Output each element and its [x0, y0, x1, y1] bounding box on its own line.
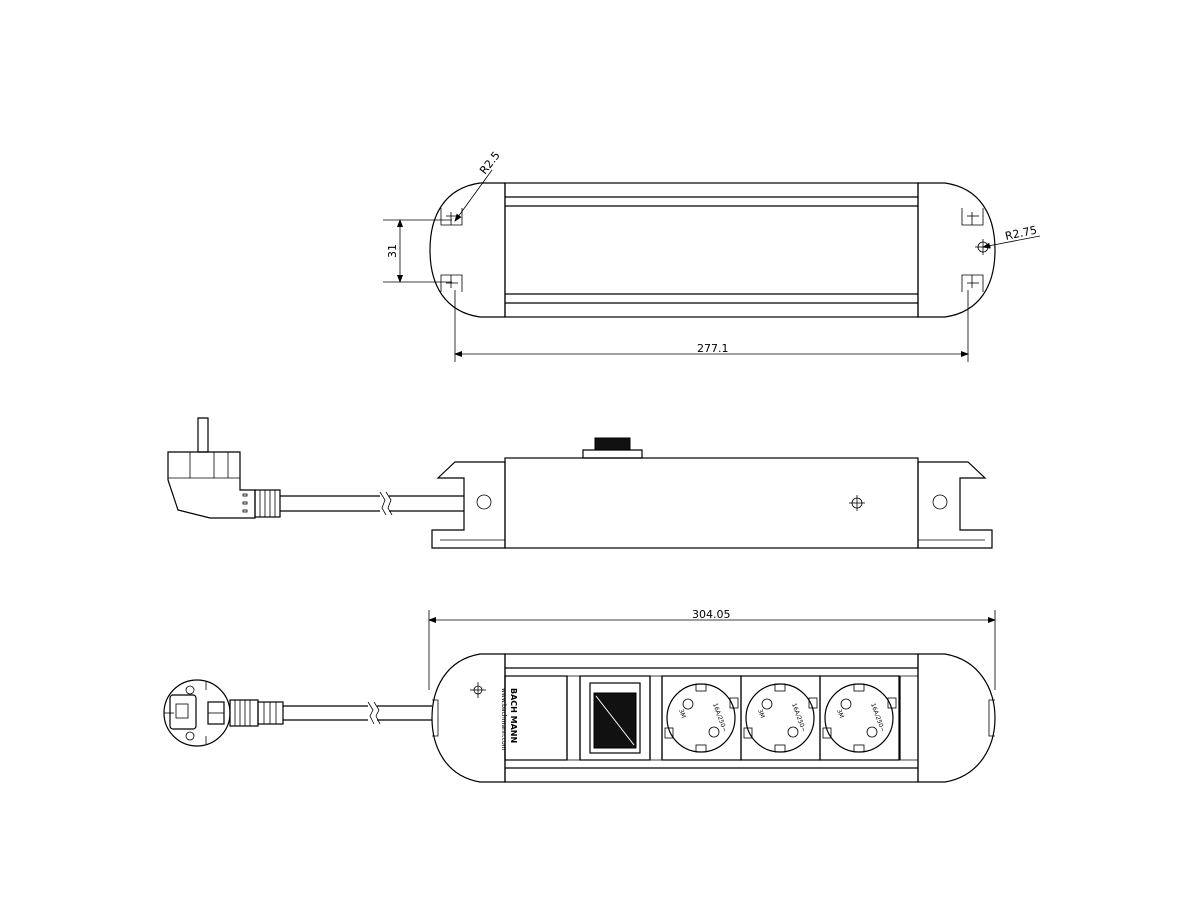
switch-module	[579, 675, 651, 761]
socket-face	[745, 683, 815, 753]
top-view-right-mount-slots	[961, 208, 991, 292]
side-view-left-end-cap	[431, 461, 506, 549]
socket-ground-clip	[853, 683, 865, 692]
radius-left-label: R2.5	[477, 149, 503, 177]
socket-ground-label: 3M	[677, 708, 687, 719]
socket-ground-clip	[774, 683, 786, 692]
socket-face	[666, 683, 736, 753]
socket-ground-label: 3M	[835, 708, 845, 719]
socket-ground-clip	[853, 744, 865, 753]
socket-pin-hole	[761, 698, 773, 710]
socket-frame	[819, 675, 900, 761]
socket-clip	[822, 727, 832, 739]
socket-3: 3M 16A/250~	[819, 675, 900, 761]
socket-ground-clip	[695, 744, 707, 753]
socket-frame	[740, 675, 821, 761]
hole-spacing-label: 31	[386, 244, 399, 258]
socket-ground-label: 3M	[756, 708, 766, 719]
top-view-left-mount-slots	[440, 208, 463, 292]
top-length-label: 277.1	[697, 342, 729, 355]
front-length-label: 304.05	[692, 608, 731, 621]
socket-face	[824, 683, 894, 753]
top-view-left-end-cap	[429, 182, 506, 318]
socket-clip	[743, 727, 753, 739]
socket-rating-label: 16A/250~	[869, 702, 886, 733]
front-view-mount-hole	[470, 682, 486, 698]
front-view-plug	[163, 679, 284, 747]
top-view-right-end-cap	[917, 182, 996, 318]
front-view-left-end-cap	[431, 653, 506, 783]
socket-pin-hole	[840, 698, 852, 710]
socket-clip	[729, 697, 739, 709]
brand-panel: BACH MANN www.bachmann.com	[500, 675, 568, 761]
socket-ground-clip	[695, 683, 707, 692]
socket-frame	[661, 675, 742, 761]
socket-pin-hole	[708, 726, 720, 738]
side-view-right-end-cap	[917, 461, 993, 549]
front-view-right-end-cap	[917, 653, 996, 783]
brand-logo: BACH MANN	[509, 688, 518, 743]
socket-clip	[664, 727, 674, 739]
side-view-mount-hole	[849, 495, 865, 511]
brand-website: www.bachmann.com	[500, 688, 507, 751]
socket-pin-hole	[682, 698, 694, 710]
side-view-cable	[280, 491, 464, 516]
front-view: 304.05	[163, 608, 996, 783]
socket-1: 3M 16A/250~	[661, 675, 742, 761]
socket-clip	[887, 697, 897, 709]
socket-2: 3M 16A/250~	[740, 675, 821, 761]
socket-ground-clip	[774, 744, 786, 753]
top-view-body	[504, 182, 919, 318]
side-view-switch	[582, 437, 643, 459]
socket-clip	[808, 697, 818, 709]
side-view	[167, 417, 993, 549]
front-view-cable	[283, 701, 432, 725]
socket-rating-label: 16A/250~	[711, 702, 728, 733]
side-view-plug	[167, 417, 281, 519]
socket-rating-label: 16A/250~	[790, 702, 807, 733]
top-view: R2.5 R2.75 31 277.1	[383, 149, 1041, 362]
socket-group: 3M 16A/250~ 3M 16A/250~ 3M 16A/250~	[661, 675, 900, 761]
socket-pin-hole	[787, 726, 799, 738]
socket-pin-hole	[866, 726, 878, 738]
